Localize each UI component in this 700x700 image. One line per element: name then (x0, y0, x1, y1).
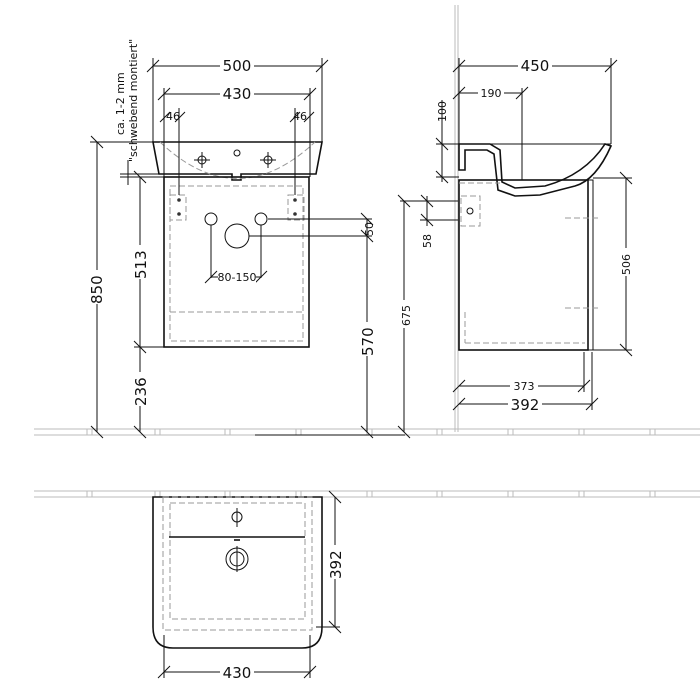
dim-basin-depth: 450 (521, 57, 550, 75)
dim-cabinet-depth-inner: 373 (514, 380, 535, 393)
basin-outline (152, 141, 323, 181)
wall-line-lower (34, 490, 700, 498)
dim-edge-left: 46 (166, 110, 180, 123)
dim-pipe-spacing: 80-150 (218, 271, 257, 284)
dim-top-width: 430 (223, 664, 252, 682)
basin-top-outline (152, 496, 323, 649)
dim-drain-offset: 50 (363, 222, 376, 236)
note-gap: ca. 1-2 mm (114, 72, 127, 135)
dim-basin-height: 100 (436, 101, 449, 122)
dim-edge-right: 46 (293, 110, 307, 123)
dim-drain-height: 570 (359, 327, 377, 356)
drain-pipe (224, 223, 250, 249)
dim-top-depth: 392 (327, 550, 345, 579)
dim-basin-width: 500 (223, 57, 252, 75)
tap-hole-left (194, 152, 210, 168)
cabinet-outline (163, 176, 310, 348)
basin-profile (458, 143, 613, 197)
drain-top (225, 546, 249, 572)
tap-hole-right (260, 152, 276, 168)
pipe-right (254, 212, 268, 226)
dim-floor-clearance: 236 (132, 377, 150, 406)
pipe-left (204, 212, 218, 226)
dim-cabinet-height-front: 513 (132, 250, 150, 279)
cabinet-side (458, 179, 589, 351)
wall-line-side (454, 5, 459, 432)
tap-hole-top (231, 508, 243, 527)
wall-bracket (460, 195, 481, 227)
side-view: 450 190 100 58 675 506 (396, 57, 633, 439)
dim-cabinet-height-side: 506 (620, 254, 633, 275)
dim-total-height: 850 (88, 275, 106, 304)
front-view: 500 430 46 46 ca. 1-2 mm "schwebend mont… (88, 39, 377, 439)
dim-bracket: 58 (421, 234, 434, 248)
top-view: 392 430 (152, 490, 345, 682)
dim-tap-offset: 190 (481, 87, 502, 100)
dim-cabinet-depth: 392 (511, 396, 540, 414)
note-floating: "schwebend montiert" (127, 39, 140, 162)
dim-bracket-height: 675 (400, 305, 413, 326)
dim-cabinet-width: 430 (223, 85, 252, 103)
